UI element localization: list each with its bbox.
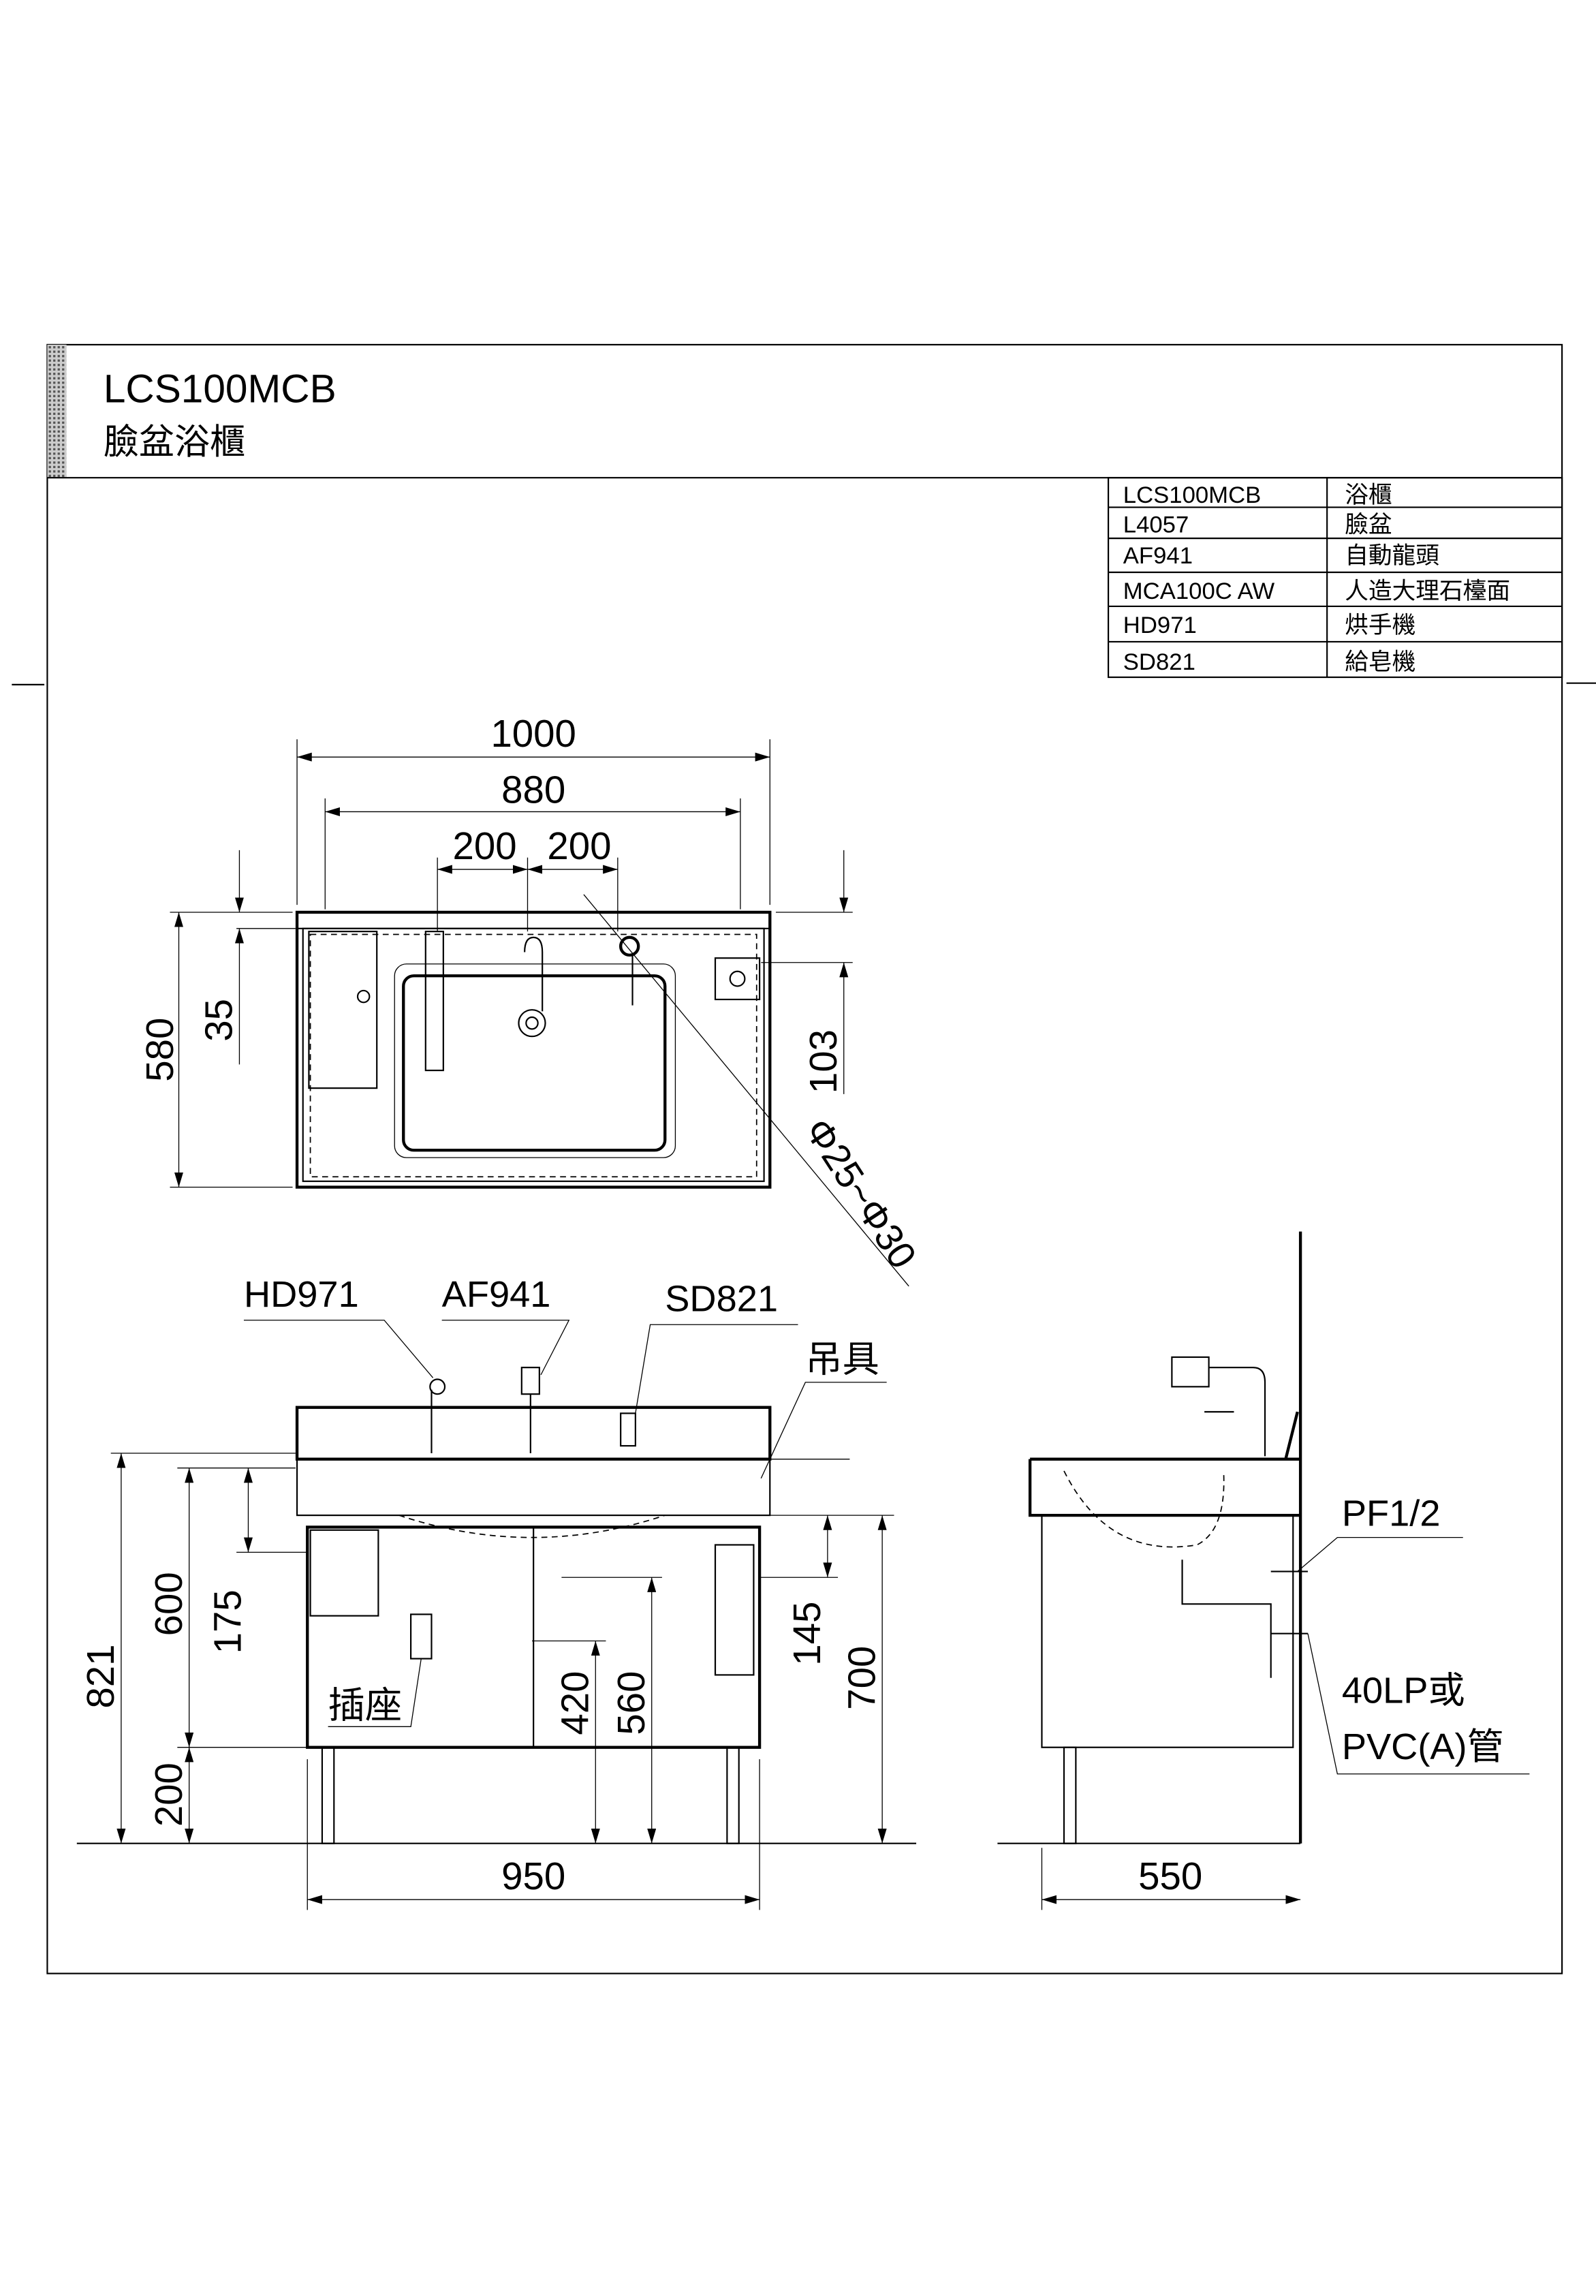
table-row-name: 自動龍頭 — [1345, 542, 1439, 569]
dryer-box — [308, 931, 378, 1089]
dim-821: 821 — [79, 1645, 122, 1709]
dim-950: 950 — [501, 1855, 565, 1897]
table-row-code: LCS100MCB — [1123, 482, 1262, 508]
table-row-name: 給皂機 — [1345, 649, 1415, 675]
table-row-name: 烘手機 — [1345, 612, 1415, 638]
top-view: 1000 880 200 200 580 35 103 Φ25~Φ30 — [138, 712, 925, 1287]
dim-hole-diameter: Φ25~Φ30 — [797, 1111, 925, 1276]
table-row-code: SD821 — [1123, 649, 1195, 675]
table-row-code: HD971 — [1123, 612, 1197, 638]
soap-tank — [714, 1544, 755, 1676]
callout-af941: AF941 — [442, 1274, 551, 1315]
callout-sd821: SD821 — [665, 1279, 778, 1320]
countertop — [295, 1406, 772, 1461]
table-row-name: 浴櫃 — [1345, 482, 1392, 508]
leg — [321, 1746, 335, 1844]
parts-table: LCS100MCB 浴櫃 L4057 臉盆 AF941 自動龍頭 MCA100C… — [1107, 477, 1563, 679]
callout-40lp: 40LP或 — [1342, 1671, 1465, 1711]
callout-pf12: PF1/2 — [1342, 1493, 1441, 1534]
dim-1000: 1000 — [490, 712, 576, 755]
dryer-nozzle — [424, 931, 444, 1072]
dim-880: 880 — [501, 768, 565, 811]
soap-hole — [619, 935, 640, 957]
drawing-title: LCS100MCB — [104, 367, 337, 412]
dim-175: 175 — [206, 1589, 249, 1654]
leg — [726, 1746, 740, 1844]
callout-socket: 插座 — [328, 1685, 402, 1726]
dim-200-left: 200 — [453, 824, 517, 867]
dim-600: 600 — [147, 1572, 190, 1636]
dim-560: 560 — [610, 1671, 653, 1735]
dryer-unit — [309, 1529, 379, 1617]
callout-pvc: PVC(A)管 — [1342, 1726, 1504, 1767]
table-row-code: L4057 — [1123, 512, 1189, 538]
dim-200: 200 — [147, 1763, 190, 1827]
socket-outlet — [410, 1613, 433, 1660]
table-row-code: MCA100C AW — [1123, 578, 1275, 604]
front-view: HD971 AF941 SD821 吊具 插座 821 600 200 175 … — [76, 1274, 917, 1910]
table-row-code: AF941 — [1123, 543, 1193, 569]
dim-200-right: 200 — [547, 824, 611, 867]
table-row-name: 臉盆 — [1345, 511, 1392, 538]
table-row-name: 人造大理石檯面 — [1345, 578, 1510, 604]
basin-outline — [402, 974, 667, 1152]
dim-420: 420 — [553, 1671, 596, 1735]
dim-103: 103 — [802, 1029, 845, 1093]
dim-145: 145 — [785, 1602, 828, 1666]
dim-550: 550 — [1138, 1855, 1202, 1897]
callout-hanger: 吊具 — [805, 1339, 879, 1380]
dim-700: 700 — [840, 1646, 883, 1710]
side-view: PF1/2 40LP或 PVC(A)管 550 — [997, 1231, 1530, 1910]
drawing-subtitle: 臉盆浴櫃 — [104, 422, 245, 462]
dim-580: 580 — [138, 1018, 181, 1082]
dim-35: 35 — [198, 999, 240, 1042]
callout-hd971: HD971 — [244, 1274, 359, 1315]
